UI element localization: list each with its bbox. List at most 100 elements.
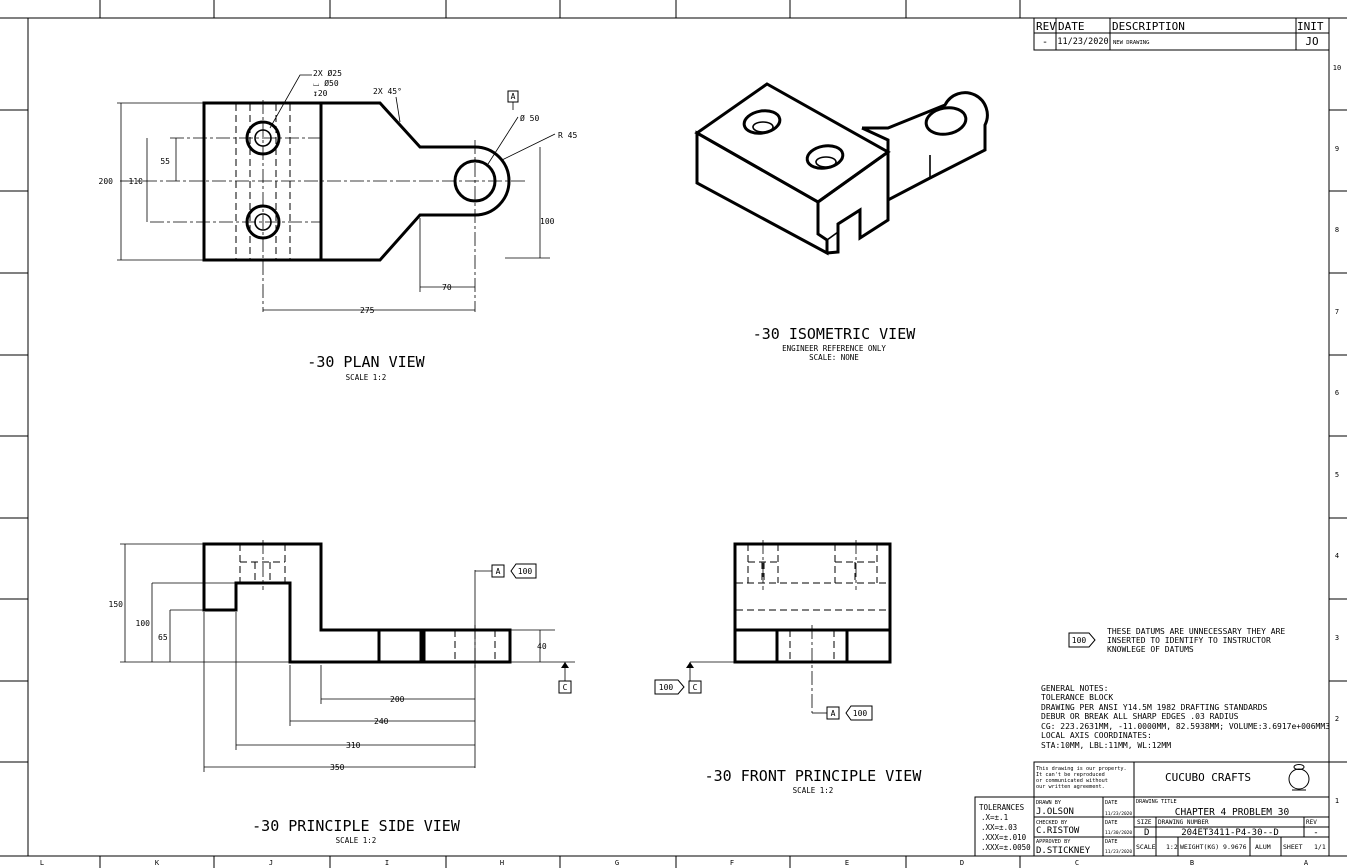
- plan-view: 200 110 55 100 70 275 2X Ø25 ⌴ Ø50 ↧20 2…: [99, 68, 578, 382]
- drawing-number: 204ET3411-P4-30--D: [1181, 828, 1279, 838]
- datum-note-target: 100: [1072, 636, 1087, 645]
- scale-value: 1:2: [1166, 843, 1178, 851]
- zone-row-label: 8: [1335, 226, 1339, 234]
- side-dim-310: 310: [346, 741, 361, 750]
- dia-callout: Ø 50: [520, 113, 539, 123]
- date-drawn: 11/23/2020: [1105, 811, 1132, 817]
- property-note-4: our written agreement.: [1036, 784, 1105, 790]
- zone-column-label: F: [730, 859, 734, 867]
- isometric-scale: SCALE: NONE: [809, 353, 859, 362]
- date-header: DATE: [1058, 20, 1085, 33]
- isometric-view-title: -30 ISOMETRIC VIEW: [753, 325, 917, 343]
- zone-column-label: H: [500, 859, 504, 867]
- radius-callout: R 45: [558, 131, 577, 140]
- datum-note: 100 THESE DATUMS ARE UNNECESSARY THEY AR…: [1068, 627, 1285, 654]
- dim-275: 275: [360, 306, 375, 315]
- front-target-a: 100: [853, 709, 868, 718]
- sheet-label: SHEET: [1283, 843, 1303, 851]
- front-principle-view: C 100 A 100 -30 FRONT PRINCIPLE VIEW SCA…: [654, 540, 923, 795]
- tolerance-4: .XXX=±.0050: [981, 843, 1031, 852]
- company-logo: [1288, 764, 1310, 791]
- date-value: 11/23/2020: [1057, 37, 1108, 47]
- dim-100: 100: [540, 217, 555, 226]
- init-header: INIT: [1297, 20, 1324, 33]
- isometric-view: -30 ISOMETRIC VIEW ENGINEER REFERENCE ON…: [694, 82, 989, 362]
- hole-callout-2: ⌴ Ø50: [313, 78, 339, 88]
- side-datum-a: A: [496, 567, 501, 576]
- sheet-value: 1/1: [1314, 843, 1326, 851]
- date-approved-label: DATE: [1105, 839, 1118, 845]
- general-notes: GENERAL NOTES: TOLERANCE BLOCK DRAWING P…: [1041, 684, 1330, 750]
- datum-note-line-2: INSERTED TO IDENTIFY TO INSTRUCTOR: [1107, 636, 1271, 645]
- property-note-2: It can't be reproduced: [1036, 772, 1105, 778]
- principle-side-view: 150 100 65 40 200 240 310 350 A 100 C -3…: [109, 540, 575, 845]
- dim-200: 200: [99, 177, 114, 186]
- material-value: ALUM: [1255, 843, 1271, 851]
- title-block: This drawing is our property. It can't b…: [974, 761, 1330, 857]
- general-notes-line-1: GENERAL NOTES:: [1041, 684, 1108, 693]
- drawing-title: CHAPTER 4 PROBLEM 30: [1175, 807, 1290, 818]
- tolerance-3: .XXX=±.010: [981, 833, 1027, 842]
- tolerance-1: .X=±.1: [981, 813, 1008, 822]
- dim-70: 70: [442, 283, 452, 292]
- datum-note-line-3: KNOWLEGE OF DATUMS: [1107, 645, 1194, 654]
- zone-row-label: 10: [1333, 64, 1341, 72]
- plan-view-scale: SCALE 1:2: [346, 373, 387, 382]
- zone-row-label: 2: [1335, 715, 1339, 723]
- date-approved: 11/23/2020: [1105, 849, 1132, 855]
- plan-outline: [202, 101, 511, 262]
- size-value: D: [1144, 828, 1149, 838]
- zone-column-label: E: [845, 859, 849, 867]
- front-view-scale: SCALE 1:2: [793, 786, 834, 795]
- zone-row-label: 9: [1335, 145, 1339, 153]
- zone-column-label: J: [269, 859, 273, 867]
- approved-by-label: APPROVED BY: [1036, 839, 1071, 845]
- zone-row-label: 5: [1335, 471, 1339, 479]
- datum-a-plan: A: [511, 92, 516, 101]
- zone-column-label: C: [1075, 859, 1079, 867]
- isometric-note: ENGINEER REFERENCE ONLY: [782, 344, 886, 353]
- tolerances-label: TOLERANCES: [979, 803, 1025, 812]
- drawing-title-label: DRAWING TITLE: [1136, 799, 1177, 805]
- zone-column-label: I: [385, 859, 389, 867]
- size-label: SIZE: [1137, 819, 1152, 826]
- side-dim-150: 150: [109, 600, 124, 609]
- front-datum-a: A: [831, 709, 836, 718]
- dim-55: 55: [160, 157, 170, 166]
- hole-callout-1: 2X Ø25: [313, 68, 342, 78]
- init-value: JO: [1305, 35, 1318, 48]
- zone-column-label: D: [960, 859, 964, 867]
- side-outline: [202, 542, 512, 664]
- datum-note-line-1: THESE DATUMS ARE UNNECESSARY THEY ARE: [1107, 627, 1285, 636]
- zone-row-label: 1: [1335, 797, 1339, 805]
- description-value: NEW DRAWING: [1113, 40, 1149, 46]
- drawn-by-label: DRAWN BY: [1036, 800, 1062, 806]
- side-dim-40: 40: [537, 642, 547, 651]
- side-dim-200: 200: [390, 695, 405, 704]
- description-header: DESCRIPTION: [1112, 20, 1185, 33]
- property-note-3: or communicated without: [1036, 778, 1108, 784]
- weight-value: WEIGHT(KG) 9.9676: [1180, 843, 1247, 851]
- chamfer-callout: 2X 45°: [373, 87, 402, 96]
- zone-column-label: B: [1190, 859, 1194, 867]
- revision-block: REV DATE DESCRIPTION INIT - 11/23/2020 N…: [1033, 17, 1330, 51]
- side-dim-100: 100: [136, 619, 151, 628]
- front-view-title: -30 FRONT PRINCIPLE VIEW: [705, 767, 923, 785]
- general-notes-line-7: STA:10MM, LBL:11MM, WL:12MM: [1041, 741, 1171, 750]
- zone-column-label: A: [1304, 859, 1309, 867]
- approved-by: D.STICKNEY: [1036, 846, 1091, 856]
- drawn-by: J.OLSON: [1036, 807, 1074, 817]
- front-target-c: 100: [659, 683, 674, 692]
- date-checked: 11/30/2020: [1105, 830, 1132, 836]
- side-dim-65: 65: [158, 633, 168, 642]
- side-datum-c: C: [563, 683, 568, 692]
- checked-by: C.RISTOW: [1036, 826, 1080, 836]
- rev-label: REV: [1306, 819, 1317, 826]
- side-dim-240: 240: [374, 717, 389, 726]
- drawing-number-label: DRAWING NUMBER: [1158, 819, 1209, 826]
- date-checked-label: DATE: [1105, 820, 1118, 826]
- zone-column-label: K: [155, 859, 160, 867]
